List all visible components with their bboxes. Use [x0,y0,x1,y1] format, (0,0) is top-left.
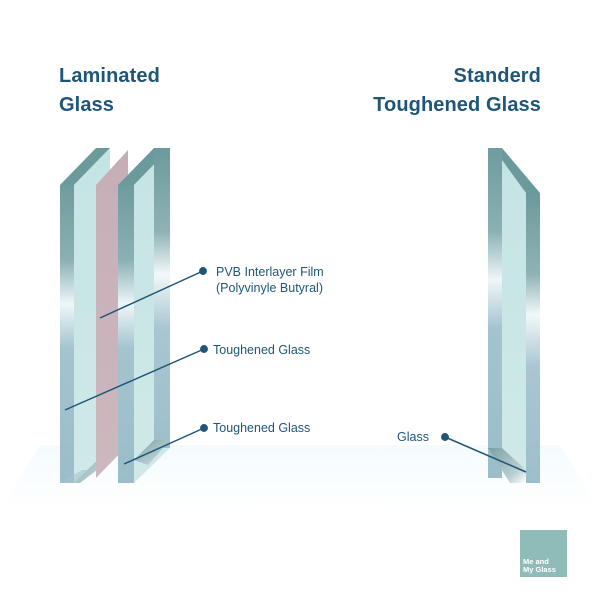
label-toughened-glass-1: Toughened Glass [213,342,310,358]
laminated-title-line2: Glass [59,94,114,116]
laminated-glass-title: Laminated Glass [59,62,160,120]
leader-pvb [99,270,204,319]
label-toughened-2-text: Toughened Glass [213,421,311,435]
leader-dot-toughened-1 [200,345,208,353]
leader-toughened-2 [123,427,205,465]
leader-dot-glass [441,433,449,441]
toughened-glass-title: Standerd Toughened Glass [373,62,541,120]
label-toughened-glass-2: Toughened Glass [213,420,310,436]
laminated-title-line1: Laminated [59,65,160,87]
label-pvb-line2: (Polyvinyle Butyral) [216,281,323,295]
logo-line1: Me and [523,557,549,566]
leader-toughened-1 [64,348,205,411]
toughened-title-line2: Toughened Glass [373,94,541,116]
label-glass: Glass [397,429,429,445]
toughened-glass-pane-front [118,148,170,483]
leader-dot-pvb [199,267,207,275]
leader-dot-toughened-2 [200,424,208,432]
label-glass-text: Glass [397,430,429,444]
label-toughened-1-text: Toughened Glass [213,343,311,357]
logo-line2: My Glass [523,565,556,574]
logo-text: Me and My Glass [523,558,556,574]
label-pvb-film: PVB Interlayer Film (Polyvinyle Butyral) [216,264,324,296]
me-and-my-glass-logo: Me and My Glass [520,530,567,577]
leader-lines [64,267,527,473]
standard-toughened-glass-pane [488,148,540,483]
toughened-title-line1: Standerd [453,65,541,87]
leader-glass [444,436,527,473]
label-pvb-line1: PVB Interlayer Film [216,265,324,279]
